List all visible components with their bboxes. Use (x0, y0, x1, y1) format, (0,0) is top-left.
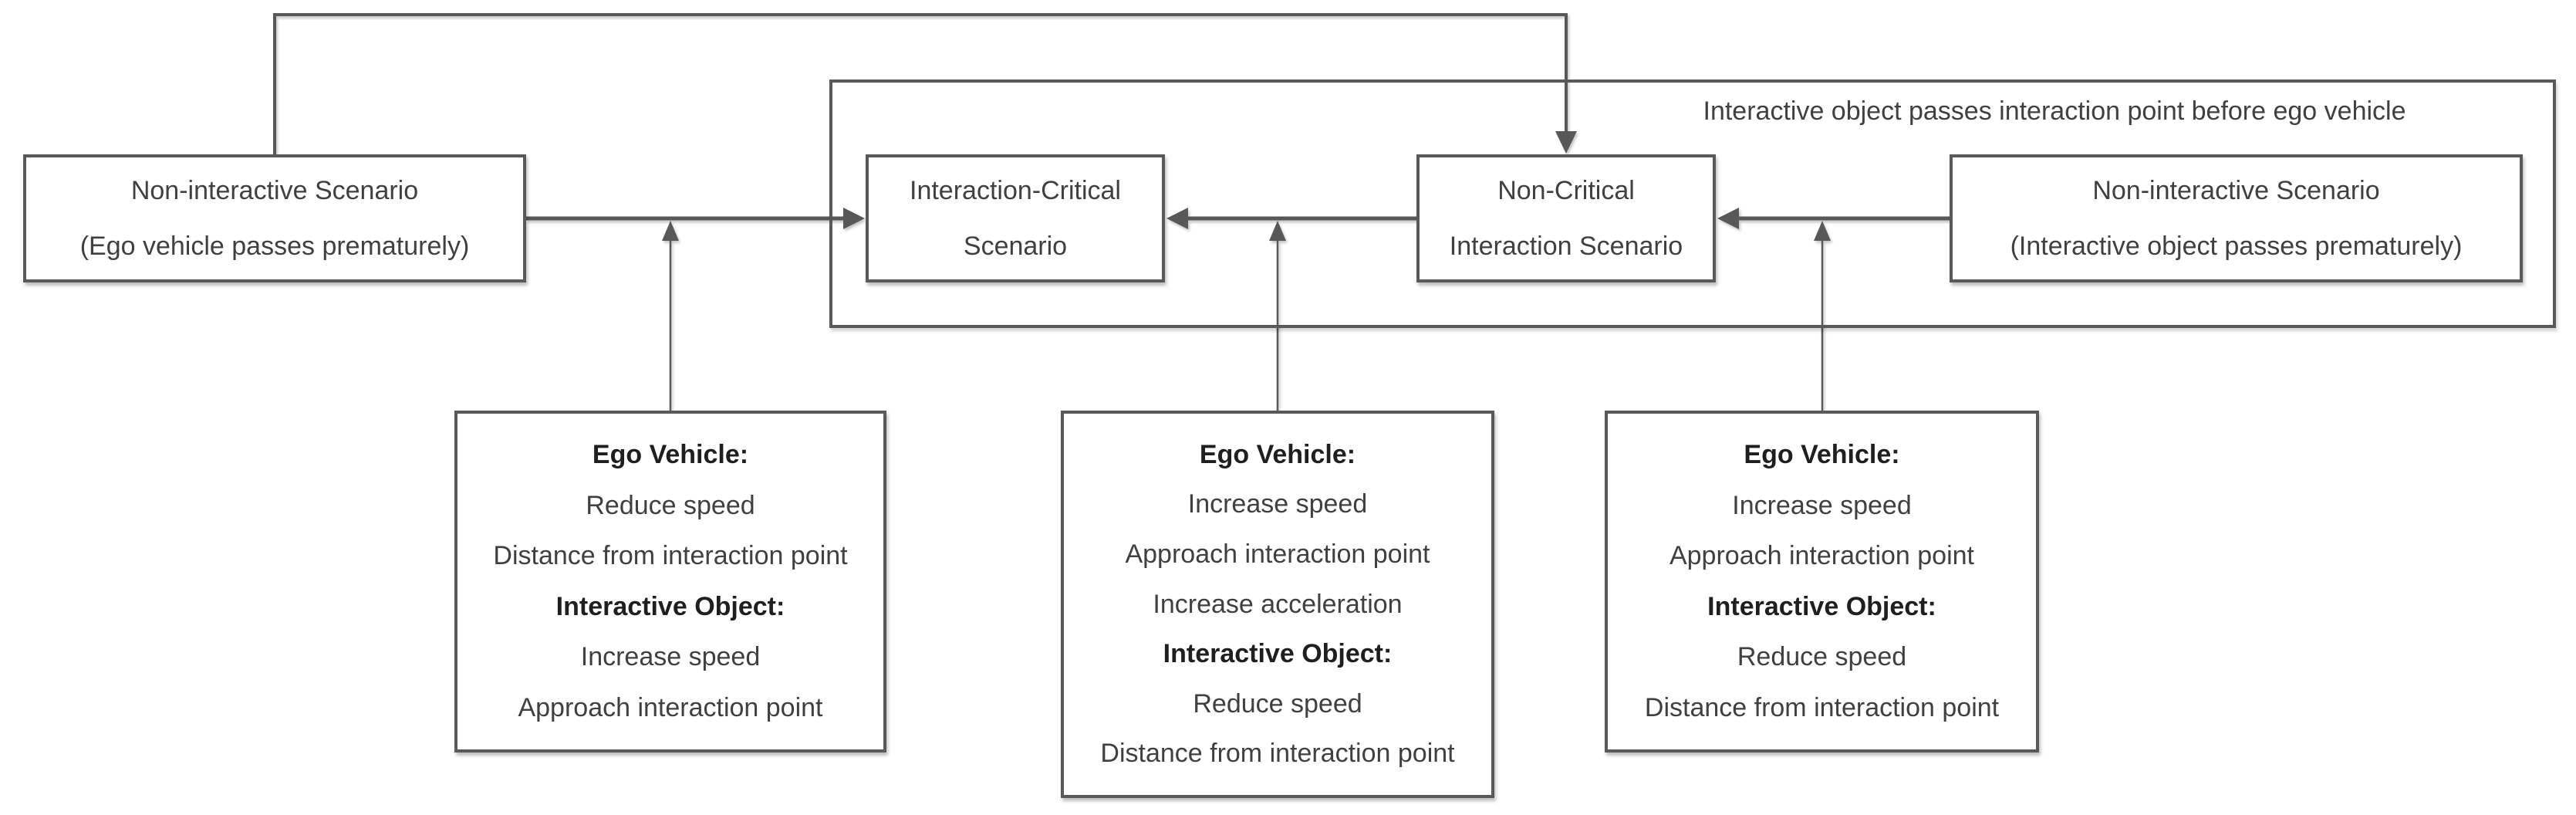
node-subtitle-line: Interaction Scenario (1449, 232, 1683, 261)
condition-item: Increase acceleration (1153, 589, 1403, 619)
arrowhead-left-into-critical (1166, 208, 1188, 229)
node-interaction-critical: Interaction-Critical Scenario (866, 154, 1165, 282)
connector-top-feedback (273, 13, 1568, 154)
condition-heading: Ego Vehicle: (592, 440, 749, 470)
condition-heading: Ego Vehicle: (1744, 440, 1900, 470)
condition-item: Distance from interaction point (493, 541, 848, 571)
arrowhead-up-cond3 (1814, 221, 1831, 241)
condition-item: Approach interaction point (1669, 541, 1975, 571)
node-subtitle-line: Scenario (963, 232, 1068, 261)
condition-item: Increase speed (1187, 489, 1368, 519)
condition-heading: Ego Vehicle: (1199, 439, 1356, 469)
condition-item: Reduce speed (586, 490, 755, 520)
condition-heading: Interactive Object: (555, 591, 785, 621)
condition-item: Distance from interaction point (1644, 692, 2000, 722)
condition-box-to-critical-right: Ego Vehicle: Increase speed Approach int… (1061, 411, 1494, 798)
condition-item: Reduce speed (1737, 642, 1907, 672)
condition-item: Distance from interaction point (1100, 739, 1455, 769)
arrowhead-up-cond1 (662, 221, 679, 241)
node-non-interactive-ego: Non-interactive Scenario (Ego vehicle pa… (23, 154, 526, 282)
interaction-region-frame (829, 79, 2556, 328)
arrowhead-right-into-critical (843, 208, 865, 229)
node-title-line: Interaction-Critical (910, 176, 1121, 205)
arrowhead-left-into-noncritical (1717, 208, 1739, 229)
condition-item: Reduce speed (1193, 688, 1362, 719)
node-subtitle-line: (Interactive object passes prematurely) (2010, 232, 2463, 261)
node-non-interactive-object: Non-interactive Scenario (Interactive ob… (1950, 154, 2523, 282)
node-title-line: Non-Critical (1497, 176, 1635, 205)
condition-heading: Interactive Object: (1707, 591, 1936, 621)
condition-item: Approach interaction point (1125, 539, 1430, 569)
arrowhead-up-cond2 (1269, 221, 1286, 241)
condition-item: Increase speed (1732, 490, 1912, 520)
node-subtitle-line: (Ego vehicle passes prematurely) (79, 232, 470, 261)
condition-item: Increase speed (580, 642, 761, 672)
condition-box-to-noncritical: Ego Vehicle: Increase speed Approach int… (1605, 411, 2039, 752)
arrowhead-down-into-noncritical (1555, 131, 1577, 154)
condition-item: Approach interaction point (518, 692, 823, 722)
node-title-line: Non-interactive Scenario (130, 176, 419, 205)
condition-heading: Interactive Object: (1163, 639, 1393, 669)
node-non-critical-interaction: Non-Critical Interaction Scenario (1416, 154, 1716, 282)
condition-box-to-critical-left: Ego Vehicle: Reduce speed Distance from … (454, 411, 886, 752)
node-title-line: Non-interactive Scenario (2092, 176, 2380, 205)
interaction-region-label: Interactive object passes interaction po… (1703, 96, 2406, 126)
